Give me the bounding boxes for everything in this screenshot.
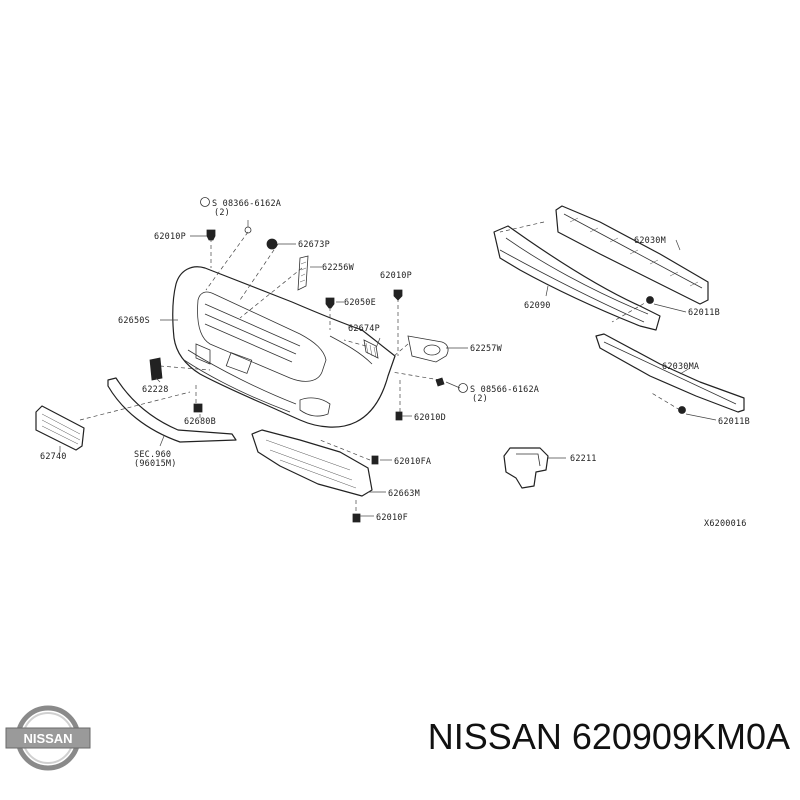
label-ref-code: X6200016 [704,519,747,529]
label-62010F: 62010F [376,513,408,523]
label-62674P: 62674P [348,324,380,334]
part-labels: S 08366-6162A (2) 62010P 62673P 62256W 6… [40,197,750,529]
label-62228: 62228 [142,385,169,395]
label-62011B-top: 62011B [688,308,720,318]
label-bolt-mid-qty: (2) [472,394,488,404]
screw-symbol [200,197,210,207]
label-bolt-mid: S 08566-6162A [470,385,539,395]
label-62090: 62090 [524,301,551,311]
bumper-fascia [172,266,396,428]
license-bracket [35,405,85,451]
label-62030MA: 62030MA [662,362,699,372]
label-bolt-top: S 08366-6162A [212,199,281,209]
label-sec960: SEC.960 [134,450,171,460]
label-62680B: 62680B [184,417,216,427]
label-sec960-sub: (96015M) [134,459,177,469]
lower-lip-strip [107,377,237,443]
label-62257W: 62257W [470,344,503,354]
label-62663M: 62663M [388,489,420,499]
reinforcement-upper [555,205,709,305]
label-62673P: 62673P [298,240,330,250]
label-62740: 62740 [40,452,67,462]
label-62010P-mid: 62010P [380,271,412,281]
label-62256W: 62256W [322,263,355,273]
leader-lines [59,235,717,517]
label-62010P-left: 62010P [154,232,186,242]
nissan-logo: NISSAN [5,705,91,771]
undercover [251,429,373,497]
product-title: NISSAN 620909KM0A [427,716,790,757]
label-62650S: 62650S [118,316,150,326]
bracket-62211 [503,447,549,489]
hardware [149,220,686,523]
label-62011B-bottom: 62011B [718,417,750,427]
energy-absorber [493,225,661,331]
label-62030M: 62030M [634,236,666,246]
label-62010D: 62010D [414,413,446,423]
label-62050E: 62050E [344,298,376,308]
label-62211: 62211 [570,454,597,464]
screw-symbol [458,383,468,393]
reinforcement-lower [595,333,745,413]
logo-wordmark: NISSAN [23,731,72,746]
assembly-lines [79,221,681,514]
label-bolt-top-qty: (2) [214,208,230,218]
label-62010FA: 62010FA [394,457,431,467]
